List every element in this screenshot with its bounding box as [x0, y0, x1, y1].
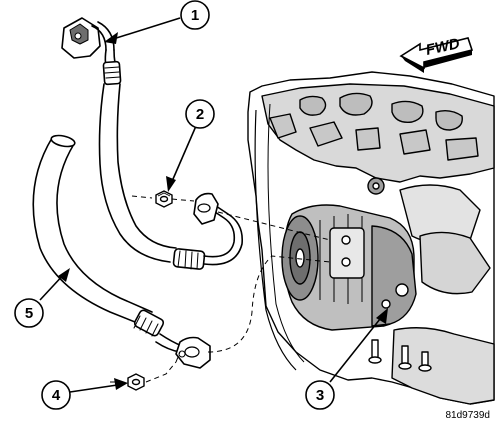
callout-1-number: 1: [191, 7, 199, 24]
mounting-bolts: [368, 339, 432, 372]
callout-3-number: 3: [316, 387, 324, 404]
nut-4: [127, 373, 145, 391]
nut-2: [155, 190, 173, 208]
callout-5-number: 5: [25, 305, 33, 322]
callout-4: 4: [41, 378, 128, 410]
engine-assembly: [247, 71, 495, 405]
fwd-arrow-icon: FWD: [399, 35, 474, 73]
callout-2: 2: [166, 99, 215, 192]
callout-3: 3: [305, 308, 388, 410]
callout-4-number: 4: [52, 387, 61, 404]
discharge-line: [32, 134, 211, 369]
suction-line: [61, 17, 244, 270]
fwd-label: FWD: [424, 35, 461, 59]
callout-1: 1: [104, 0, 210, 44]
assembly-dashed-lines: [110, 195, 331, 383]
callout-5: 5: [14, 268, 70, 328]
callout-2-number: 2: [196, 106, 204, 123]
callouts: 1 2 3 4 5: [14, 0, 388, 410]
figure-id: 81d9739d: [446, 410, 491, 421]
